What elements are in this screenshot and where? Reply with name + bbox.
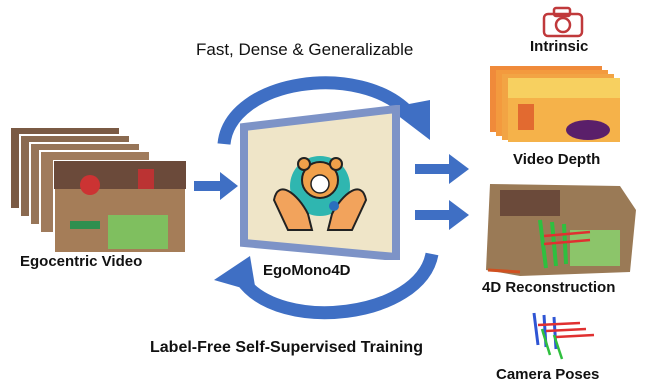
- camera-poses-label: Camera Poses: [496, 366, 600, 383]
- video-depth-stack: [490, 66, 620, 142]
- video-frames-graphic: [9, 126, 187, 254]
- output-arrow-depth: [415, 154, 469, 184]
- reconstruction-graphic: [486, 184, 636, 276]
- reconstruction-label: 4D Reconstruction: [482, 279, 616, 296]
- model-label: EgoMono4D: [263, 262, 351, 279]
- camera-icon: [542, 6, 584, 38]
- egocentric-video-label: Egocentric Video: [20, 253, 143, 270]
- video-depth-label: Video Depth: [513, 151, 601, 168]
- video-frame-front: [53, 160, 187, 254]
- egocentric-video-stack: [8, 125, 188, 255]
- bottom-curved-arrow: [214, 252, 439, 320]
- top-caption: Fast, Dense & Generalizable: [196, 40, 414, 59]
- camera-pose-axes-icon: [532, 312, 595, 360]
- bottom-caption: Label-Free Self-Supervised Training: [150, 339, 423, 356]
- intrinsic-label: Intrinsic: [530, 38, 589, 55]
- output-arrow-reconstruction: [415, 200, 469, 230]
- input-arrow: [194, 172, 238, 200]
- hands-mascot-icon: [268, 150, 372, 234]
